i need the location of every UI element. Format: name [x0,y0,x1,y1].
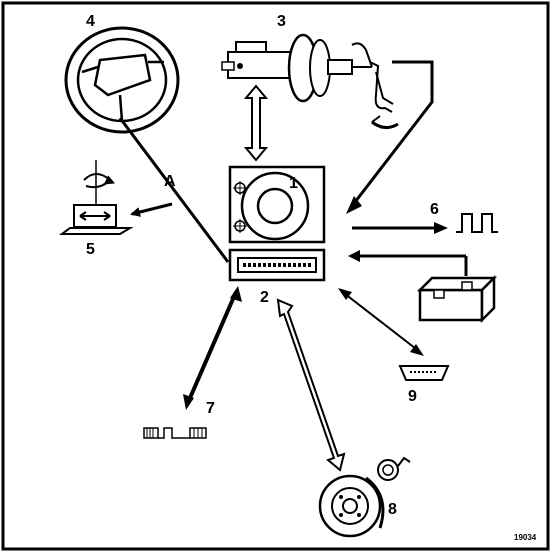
abs-control-unit [228,165,326,282]
label-5: 5 [86,241,95,258]
diagnostic-connector [338,288,450,381]
label-1: 1 [289,175,298,192]
label-4: 4 [86,13,95,30]
steering-wheel [64,26,180,134]
label-2: 2 [260,289,269,306]
label-3: 3 [277,13,286,30]
label-6: 6 [430,201,439,218]
label-9: 9 [408,388,417,405]
label-8: 8 [388,501,397,518]
double-arrow-booster [243,84,269,162]
brake-booster-pedal [221,33,399,129]
arrow-pedal-to-ecu [346,60,434,214]
wheel-speed-sensor [318,456,411,538]
battery [348,250,498,324]
connection-a [118,117,230,263]
output-signal-6 [352,213,498,234]
label-7: 7 [206,400,215,417]
steering-angle-sensor [59,160,134,235]
double-arrow-wheel [276,298,346,472]
bus-line-7 [143,286,242,439]
figure-reference: 19034 [514,533,537,542]
label-a: A [164,173,176,190]
